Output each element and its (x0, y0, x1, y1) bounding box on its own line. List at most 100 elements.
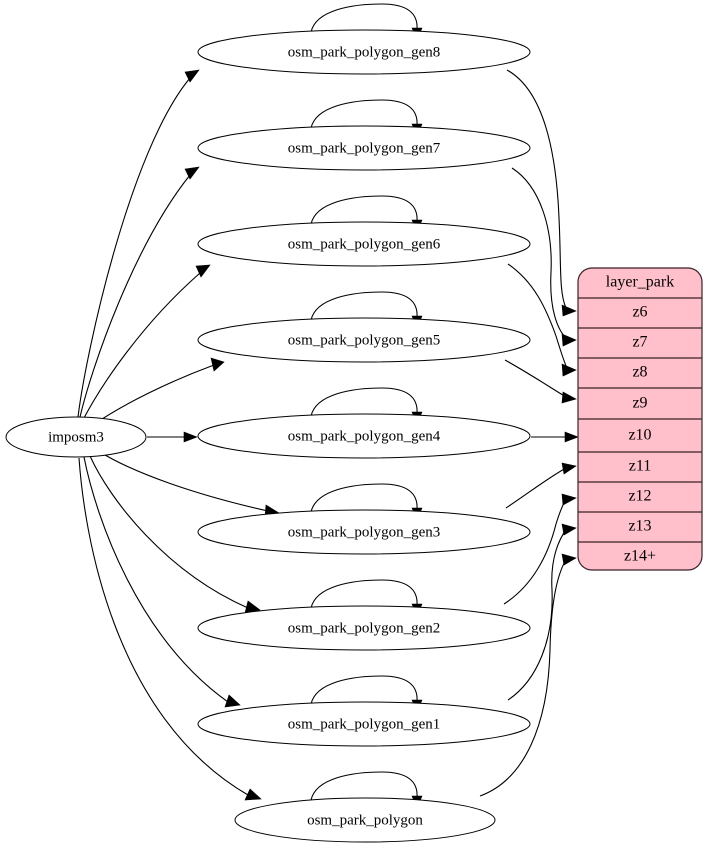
arrow-head (210, 357, 225, 372)
edge-gen6-to-z8 (507, 263, 577, 377)
edge-path (310, 771, 418, 801)
node-label: osm_park_polygon_gen1 (288, 716, 440, 732)
node-osm_park_polygon_gen7[interactable]: osm_park_polygon_gen7 (197, 125, 531, 171)
node-osm_park_polygon_gen5[interactable]: osm_park_polygon_gen5 (197, 317, 531, 363)
table-row-z14-plus[interactable]: z14+ (624, 548, 656, 565)
edge-imposm3-to-osm-park-polygon (78, 457, 262, 801)
node-shape[interactable] (197, 509, 531, 555)
edge-gen2-to-z12 (503, 493, 577, 605)
arrow-head (561, 391, 577, 404)
node-shape[interactable] (5, 416, 147, 458)
edge-path (479, 557, 568, 797)
node-label: osm_park_polygon_gen3 (288, 524, 440, 540)
arrow-head (561, 523, 577, 536)
node-shape[interactable] (197, 29, 531, 75)
edge-gen3-to-z11 (505, 462, 577, 509)
edges-from-imposm3 (77, 69, 280, 801)
edge-gen5-to-z9 (504, 359, 577, 404)
arrow-head (183, 431, 198, 443)
table-header-label: layer_park (606, 274, 674, 291)
table-row-z9[interactable]: z9 (632, 395, 647, 412)
edge-imposm3-to-gen2 (89, 455, 261, 614)
edge-path (505, 467, 567, 509)
node-osm_park_polygon[interactable]: osm_park_polygon (234, 797, 496, 843)
self-loop-edges (310, 3, 423, 809)
node-label: osm_park_polygon_gen6 (288, 236, 441, 252)
edge-imposm3-to-gen3 (99, 451, 280, 518)
edge-path (78, 457, 249, 796)
edge-path (506, 69, 567, 309)
edge-osm-park-polygon-to-z14 (479, 553, 577, 797)
edge-gen1-to-z13 (507, 523, 577, 701)
node-shape[interactable] (197, 605, 531, 651)
edge-path (310, 579, 418, 609)
arrow-head (244, 788, 262, 801)
node-shape[interactable] (197, 701, 531, 747)
edge-path (503, 497, 568, 605)
edge-path (310, 675, 418, 705)
node-shape[interactable] (197, 125, 531, 171)
node-label: osm_park_polygon_gen5 (288, 332, 440, 348)
node-label: osm_park_polygon_gen2 (288, 620, 440, 636)
arrow-head (561, 493, 577, 506)
edge-imposm3-to-gen4 (147, 431, 198, 443)
table-row-z13[interactable]: z13 (628, 518, 651, 535)
node-layer-park-table[interactable]: layer_park z6 z7 z8 z9 z10 z11 z12 z13 z… (577, 267, 703, 571)
table-row-z6[interactable]: z6 (632, 304, 647, 321)
node-osm_park_polygon_gen8[interactable]: osm_park_polygon_gen8 (197, 29, 531, 75)
edge-imposm3-to-gen1 (83, 456, 241, 708)
edge-imposm3-to-gen5 (95, 357, 225, 424)
node-shape[interactable] (197, 221, 531, 267)
node-osm_park_polygon_gen2[interactable]: osm_park_polygon_gen2 (197, 605, 531, 651)
edge-path (310, 291, 418, 321)
edge-path (310, 483, 418, 513)
node-label: osm_park_polygon_gen8 (288, 44, 440, 60)
arrow-head (224, 694, 241, 708)
node-label: imposm3 (48, 429, 104, 445)
edge-gen7-to-z7 (511, 167, 577, 347)
edges-to-layer-park (479, 69, 579, 797)
table-row-z12[interactable]: z12 (628, 488, 651, 505)
edge-path (99, 451, 269, 512)
arrow-head (184, 166, 200, 180)
node-shape[interactable] (234, 797, 496, 843)
edge-path (310, 99, 418, 129)
arrow-head (195, 264, 211, 278)
arrow-head (561, 553, 577, 566)
table-row-z8[interactable]: z8 (632, 364, 647, 381)
node-label: osm_park_polygon_gen7 (288, 140, 441, 156)
node-shape[interactable] (197, 413, 531, 459)
node-shape[interactable] (197, 317, 531, 363)
edge-path (310, 195, 418, 225)
node-imposm3[interactable]: imposm3 (5, 416, 147, 458)
table-row-z7[interactable]: z7 (632, 334, 647, 351)
table-row-z10[interactable]: z10 (628, 427, 651, 444)
node-osm_park_polygon_gen3[interactable]: osm_park_polygon_gen3 (197, 509, 531, 555)
edge-path (507, 263, 568, 369)
node-osm_park_polygon_gen6[interactable]: osm_park_polygon_gen6 (197, 221, 531, 267)
node-osm_park_polygon_gen1[interactable]: osm_park_polygon_gen1 (197, 701, 531, 747)
node-label: osm_park_polygon_gen4 (288, 428, 441, 444)
edge-imposm3-to-gen8 (77, 69, 200, 418)
edge-path (79, 174, 191, 418)
edge-path (89, 455, 249, 609)
edge-path (504, 359, 567, 398)
edge-path (310, 387, 418, 417)
arrow-head (561, 304, 577, 317)
table-row-z11[interactable]: z11 (629, 458, 652, 475)
edge-gen8-to-z6 (506, 69, 577, 317)
node-label: osm_park_polygon (307, 812, 423, 828)
arrow-head (561, 462, 577, 475)
edge-gen4-to-z10 (531, 431, 579, 443)
edge-path (83, 272, 201, 419)
edge-path (310, 3, 418, 33)
node-osm_park_polygon_gen4[interactable]: osm_park_polygon_gen4 (197, 413, 531, 459)
arrow-head (561, 363, 577, 377)
edge-path (95, 364, 215, 424)
edge-imposm3-to-gen6 (83, 264, 211, 419)
edge-path (507, 527, 568, 701)
edge-imposm3-to-gen7 (79, 166, 200, 418)
edge-path (511, 167, 567, 339)
